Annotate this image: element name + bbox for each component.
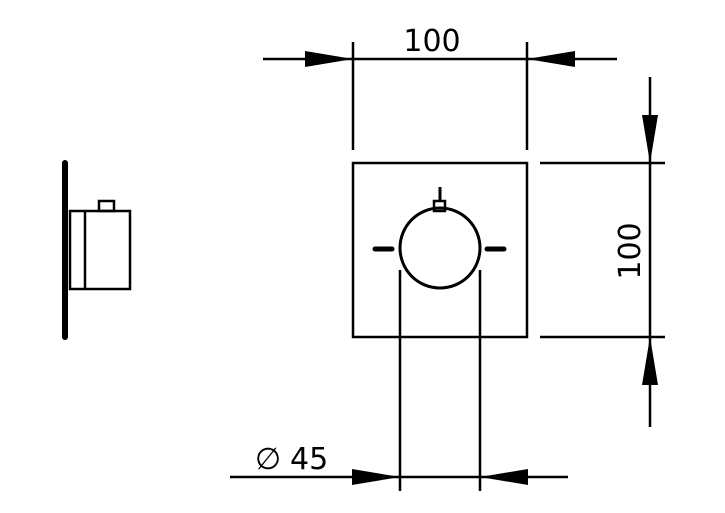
front-view <box>351 161 529 339</box>
control-knob <box>398 206 482 290</box>
width-dimension-label: 100 <box>403 24 460 59</box>
diameter-arrow-right <box>480 469 528 485</box>
front-plate <box>351 161 529 339</box>
width-arrow-left <box>305 51 353 67</box>
side-view-mount-body <box>68 209 132 291</box>
diameter-dimension: ∅ 45 <box>230 270 568 491</box>
height-dimension-label: 100 <box>613 222 648 279</box>
height-arrow-bottom <box>642 337 658 385</box>
side-view-stem <box>97 199 116 213</box>
diameter-arrow-left <box>352 469 400 485</box>
diameter-dimension-label: 45 <box>290 442 328 477</box>
height-arrow-top <box>642 115 658 163</box>
side-view <box>62 160 132 340</box>
width-dimension: 100 <box>263 24 617 150</box>
diameter-symbol: ∅ <box>255 442 281 477</box>
width-arrow-right <box>527 51 575 67</box>
height-dimension: 100 <box>540 77 665 427</box>
